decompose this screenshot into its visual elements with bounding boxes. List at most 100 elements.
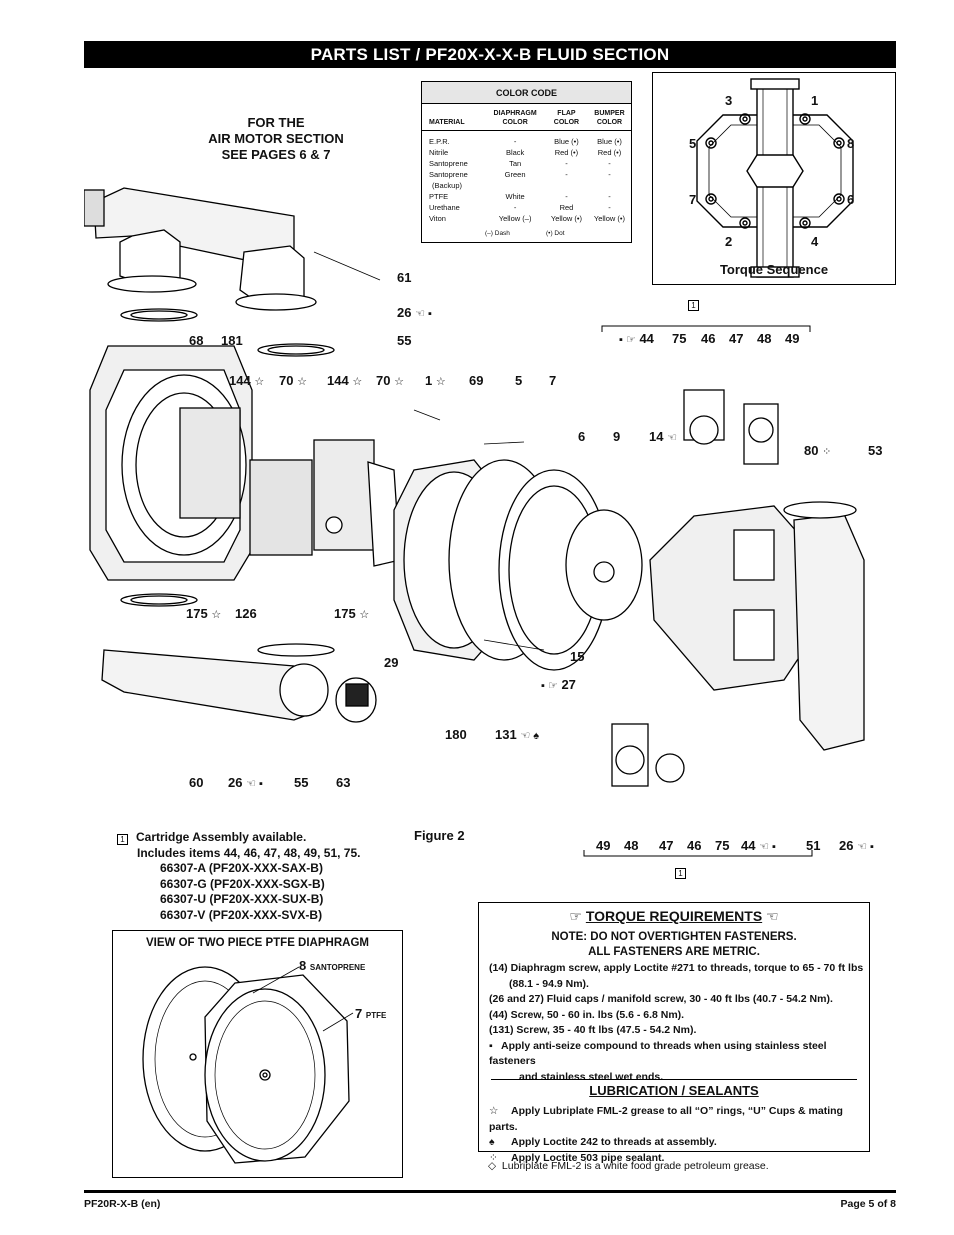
torque-icon: ☜ ▪: [759, 841, 776, 853]
cell: E.P.R.: [429, 136, 450, 146]
lubrication-text: Apply Loctite 503 pipe sealant.: [511, 1151, 665, 1164]
cell: -: [565, 169, 568, 179]
air-motor-note-line: SEE PAGES 6 & 7: [221, 147, 331, 162]
callout-175-number: 175: [186, 606, 208, 621]
callout-55: 55: [294, 775, 309, 790]
callout-26: 26 ☜ ▪: [839, 838, 874, 853]
ptfe-label-7-material: PTFE: [365, 1011, 387, 1020]
cell: -: [608, 169, 611, 179]
callout-180: 180: [445, 727, 467, 742]
cartridge-note-line: Cartridge Assembly available.: [136, 830, 307, 844]
anti-seize-square-icon: ▪: [489, 1039, 493, 1052]
torque-note-line: NOTE: DO NOT OVERTIGHTEN FASTENERS.: [551, 931, 797, 943]
torque-spec: (44) Screw, 50 - 60 in. lbs (5.6 - 6.8 N…: [489, 1008, 685, 1021]
air-motor-note: FOR THE AIR MOTOR SECTION SEE PAGES 6 & …: [196, 115, 356, 163]
callout-75: 75: [715, 838, 730, 853]
callout-46: 46: [687, 838, 702, 853]
table-row: Viton Yellow (–) Yellow (•) Yellow (•): [422, 213, 631, 224]
callout-144: 144 ☆: [327, 373, 362, 388]
lubrication-item: ☆Apply Lubriplate FML-2 grease to all “O…: [489, 1104, 869, 1135]
callout-70-number: 70: [376, 373, 391, 388]
table-row: Santoprene Green - -: [422, 169, 631, 180]
color-code-title: COLOR CODE: [422, 82, 631, 104]
callout-144-number: 144: [327, 373, 349, 388]
torque-spec-text: Apply anti-seize compound to threads whe…: [489, 1039, 827, 1068]
callout-46: 46: [701, 331, 716, 346]
callout-44-number: 44: [639, 331, 654, 346]
header-diaphragm: DIAPHRAGM COLOR: [485, 108, 545, 131]
callout-14-number: 14: [649, 429, 664, 444]
cell: Yellow (•): [550, 213, 582, 223]
callout-144: 144 ☆: [229, 373, 264, 388]
torque-seq-number: 5: [689, 136, 697, 151]
grease-star-icon: ☆: [254, 376, 265, 388]
callout-49: 49: [596, 838, 611, 853]
torque-icon: ☜ ▪: [246, 778, 263, 790]
ptfe-label-7: 7 PTFE: [355, 1006, 386, 1021]
grease-star-icon: ☆: [489, 1105, 499, 1117]
callout-26: 26 ☜ ▪: [397, 305, 432, 320]
cell: Santoprene: [429, 169, 468, 179]
callout-49: 49: [785, 331, 800, 346]
callout-9: 9: [613, 429, 621, 444]
divider: [491, 1079, 857, 1080]
callout-75: 75: [672, 331, 687, 346]
callout-175: 175 ☆: [334, 606, 369, 621]
cell: -: [608, 158, 611, 168]
cell: PTFE: [429, 191, 449, 201]
header-material: MATERIAL: [422, 108, 486, 131]
cartridge-model: 66307-U (PF20X-XXX-SUX-B): [160, 892, 324, 906]
ptfe-diaphragm-view: VIEW OF TWO PIECE PTFE DIAPHRAGM 8 SANTO…: [112, 930, 403, 1178]
page-number: Page 5 of 8: [840, 1198, 896, 1210]
callout-144-number: 144: [229, 373, 251, 388]
torque-requirements-heading: ☞ TORQUE REQUIREMENTS ☜: [479, 908, 869, 925]
torque-note: NOTE: DO NOT OVERTIGHTEN FASTENERS. ALL …: [479, 930, 869, 960]
cell: (Backup): [432, 180, 463, 190]
callout-29: 29: [384, 655, 399, 670]
exploded-parts-diagram: [84, 187, 865, 787]
callout-26-number: 26: [839, 838, 854, 853]
callout-51: 51: [806, 838, 821, 853]
torque-spec: (14) Diaphragm screw, apply Loctite #271…: [489, 962, 864, 974]
callout-7: 7: [549, 373, 557, 388]
torque-icon: ☜ ▪: [415, 308, 432, 320]
grease-star-icon: ☆: [352, 376, 363, 388]
document-code: PF20R-X-B (en): [84, 1198, 161, 1210]
callout-48: 48: [624, 838, 639, 853]
loctite-spade-icon: ♠: [489, 1136, 495, 1148]
torque-spec: (88.1 - 94.9 Nm).: [509, 977, 589, 990]
callout-70: 70 ☆: [279, 373, 307, 388]
callout-44-number: 44: [741, 838, 756, 853]
torque-spec-list: (14) Diaphragm screw, apply Loctite #271…: [489, 961, 864, 1085]
table-row: E.P.R. - Blue (•) Blue (•): [422, 136, 631, 147]
lubrication-text: Apply Loctite 242 to threads at assembly…: [511, 1136, 717, 1148]
cartridge-model: 66307-G (PF20X-XXX-SGX-B): [160, 876, 325, 891]
table-row: PTFE White - -: [422, 191, 631, 202]
callout-55: 55: [397, 333, 412, 348]
footer-rule: [84, 1190, 896, 1193]
grease-note: ◇ Lubriplate FML-2 is a white food grade…: [488, 1160, 769, 1172]
lubrication-item: ⁘Apply Loctite 503 pipe sealant.: [489, 1151, 869, 1167]
cell: Blue (•): [597, 136, 622, 146]
torque-requirements-panel: ☞ TORQUE REQUIREMENTS ☜ NOTE: DO NOT OVE…: [478, 902, 870, 1164]
torque-note-line: ALL FASTENERS ARE METRIC.: [588, 946, 760, 958]
cartridge-marker: 1: [675, 868, 686, 879]
callout-5: 5: [515, 373, 523, 388]
callout-27-number: 27: [561, 677, 576, 692]
cell: Nitrile: [429, 147, 449, 157]
torque-seq-number: 6: [847, 192, 855, 207]
cell: Green: [504, 169, 526, 179]
torque-spec: ▪Apply anti-seize compound to threads wh…: [489, 1039, 864, 1070]
callout-1: 1 ☆: [425, 373, 446, 388]
torque-seq-number: 8: [847, 136, 855, 151]
figure-label: Figure 2: [414, 828, 465, 843]
callout-6: 6: [578, 429, 586, 444]
pointing-hand-icon: ☜: [766, 908, 779, 924]
torque-sequence-drawing: [696, 78, 854, 278]
legend-dot: (•) Dot: [546, 230, 565, 237]
torque-sequence-label: Torque Sequence: [719, 262, 829, 277]
callout-80: 80 ⁘: [804, 443, 831, 458]
cell: -: [565, 191, 568, 201]
callout-61: 61: [397, 270, 412, 285]
grease-star-icon: ☆: [394, 376, 404, 388]
